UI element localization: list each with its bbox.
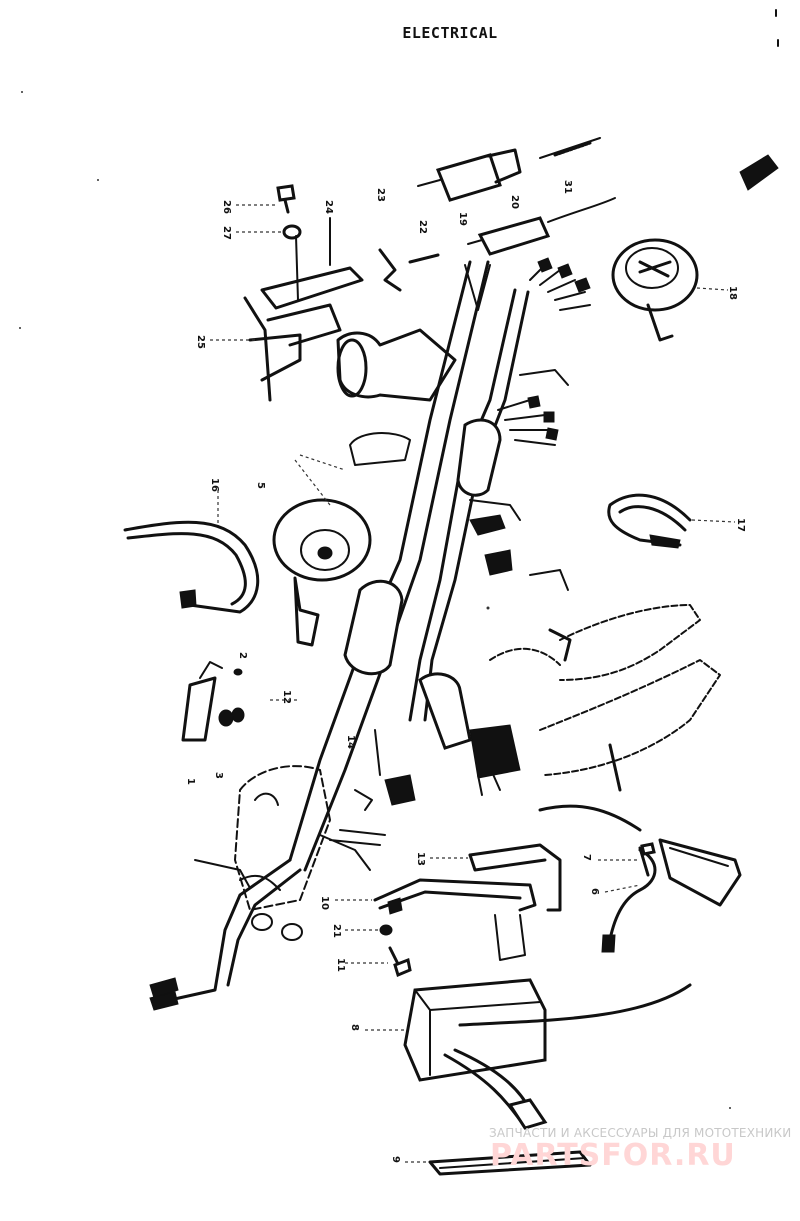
svg-text:31: 31	[562, 180, 573, 194]
svg-text:17: 17	[735, 518, 746, 532]
mid-connector	[469, 499, 569, 591]
svg-text:23: 23	[375, 188, 386, 202]
part-26-bolt: 26	[221, 184, 296, 214]
part-23-bracket: 23	[375, 188, 402, 292]
lower-harness-branch	[149, 858, 302, 1011]
part-1-terminal: 1	[181, 661, 223, 785]
svg-text:13: 13	[415, 852, 426, 866]
svg-text:24: 24	[323, 200, 334, 214]
part-2-washer: 2	[231, 652, 248, 723]
svg-text:21: 21	[331, 924, 342, 938]
part-12-label: 12	[270, 690, 300, 704]
svg-text:14: 14	[345, 735, 356, 749]
corner-tab-mark	[739, 154, 779, 191]
svg-text:6: 6	[589, 888, 600, 895]
svg-text:1: 1	[185, 778, 196, 785]
part-18-horn: 18	[611, 238, 738, 342]
part-24-fastener: 24	[323, 200, 334, 266]
part-11-screw: 11	[335, 946, 412, 978]
svg-text:9: 9	[390, 1156, 401, 1163]
part-3-nut: 3	[213, 709, 234, 779]
part-22-clip: 22	[408, 220, 440, 264]
svg-text:10: 10	[319, 896, 330, 910]
watermark-tagline: ЗАПЧАСТИ И АКСЕССУАРЫ ДЛЯ МОТОТЕХНИКИ	[489, 1126, 792, 1140]
svg-text:16: 16	[209, 478, 220, 492]
svg-text:5: 5	[255, 482, 266, 489]
svg-text:12: 12	[281, 690, 292, 704]
svg-text:26: 26	[221, 200, 232, 214]
part-19-relay: 19	[417, 148, 522, 226]
headlight-casing	[336, 328, 457, 466]
svg-text:3: 3	[213, 772, 224, 779]
part-10-holder: 10	[319, 878, 537, 961]
part-9-wire-band: 9	[390, 1150, 592, 1176]
part-27-washer: 27	[221, 224, 302, 240]
engine-crankcase-outline	[234, 765, 331, 941]
corner-mark	[775, 9, 779, 47]
svg-text:2: 2	[237, 652, 248, 659]
watermark-brand: PARTSFOR.RU	[490, 1138, 736, 1173]
part-6-switch-assembly: 6	[538, 804, 742, 953]
part-8-ignition-coil: 8	[349, 978, 692, 1130]
part-17-clamp-band: 17	[607, 493, 746, 549]
svg-text:11: 11	[335, 958, 346, 972]
part-16-clamp-band: 16	[123, 478, 260, 614]
svg-text:20: 20	[509, 195, 520, 209]
lower-connector-bundle	[319, 724, 521, 871]
svg-text:8: 8	[349, 1024, 360, 1031]
scan-specks	[19, 91, 731, 1109]
top-connector-cluster	[497, 257, 591, 446]
svg-text:19: 19	[457, 212, 468, 226]
part-25-bracket-assembly: 25	[195, 235, 364, 402]
part-31-spring: 31	[539, 137, 601, 194]
diagram-title: ELECTRICAL	[402, 24, 498, 42]
svg-text:25: 25	[195, 335, 206, 349]
part-20-sensor: 20	[467, 195, 616, 256]
svg-text:27: 27	[221, 226, 232, 240]
part-14-connector: 14	[345, 729, 416, 811]
part-7-bolt: 7	[581, 842, 656, 877]
part-5-stator: 5	[255, 454, 372, 647]
part-13-bracket: 13	[415, 843, 562, 912]
svg-text:7: 7	[581, 854, 592, 861]
frame-bracket	[489, 604, 721, 792]
main-wiring-harness	[239, 260, 530, 891]
svg-text:18: 18	[727, 286, 738, 300]
part-21-grommet: 21	[331, 924, 393, 938]
svg-text:22: 22	[417, 220, 428, 234]
